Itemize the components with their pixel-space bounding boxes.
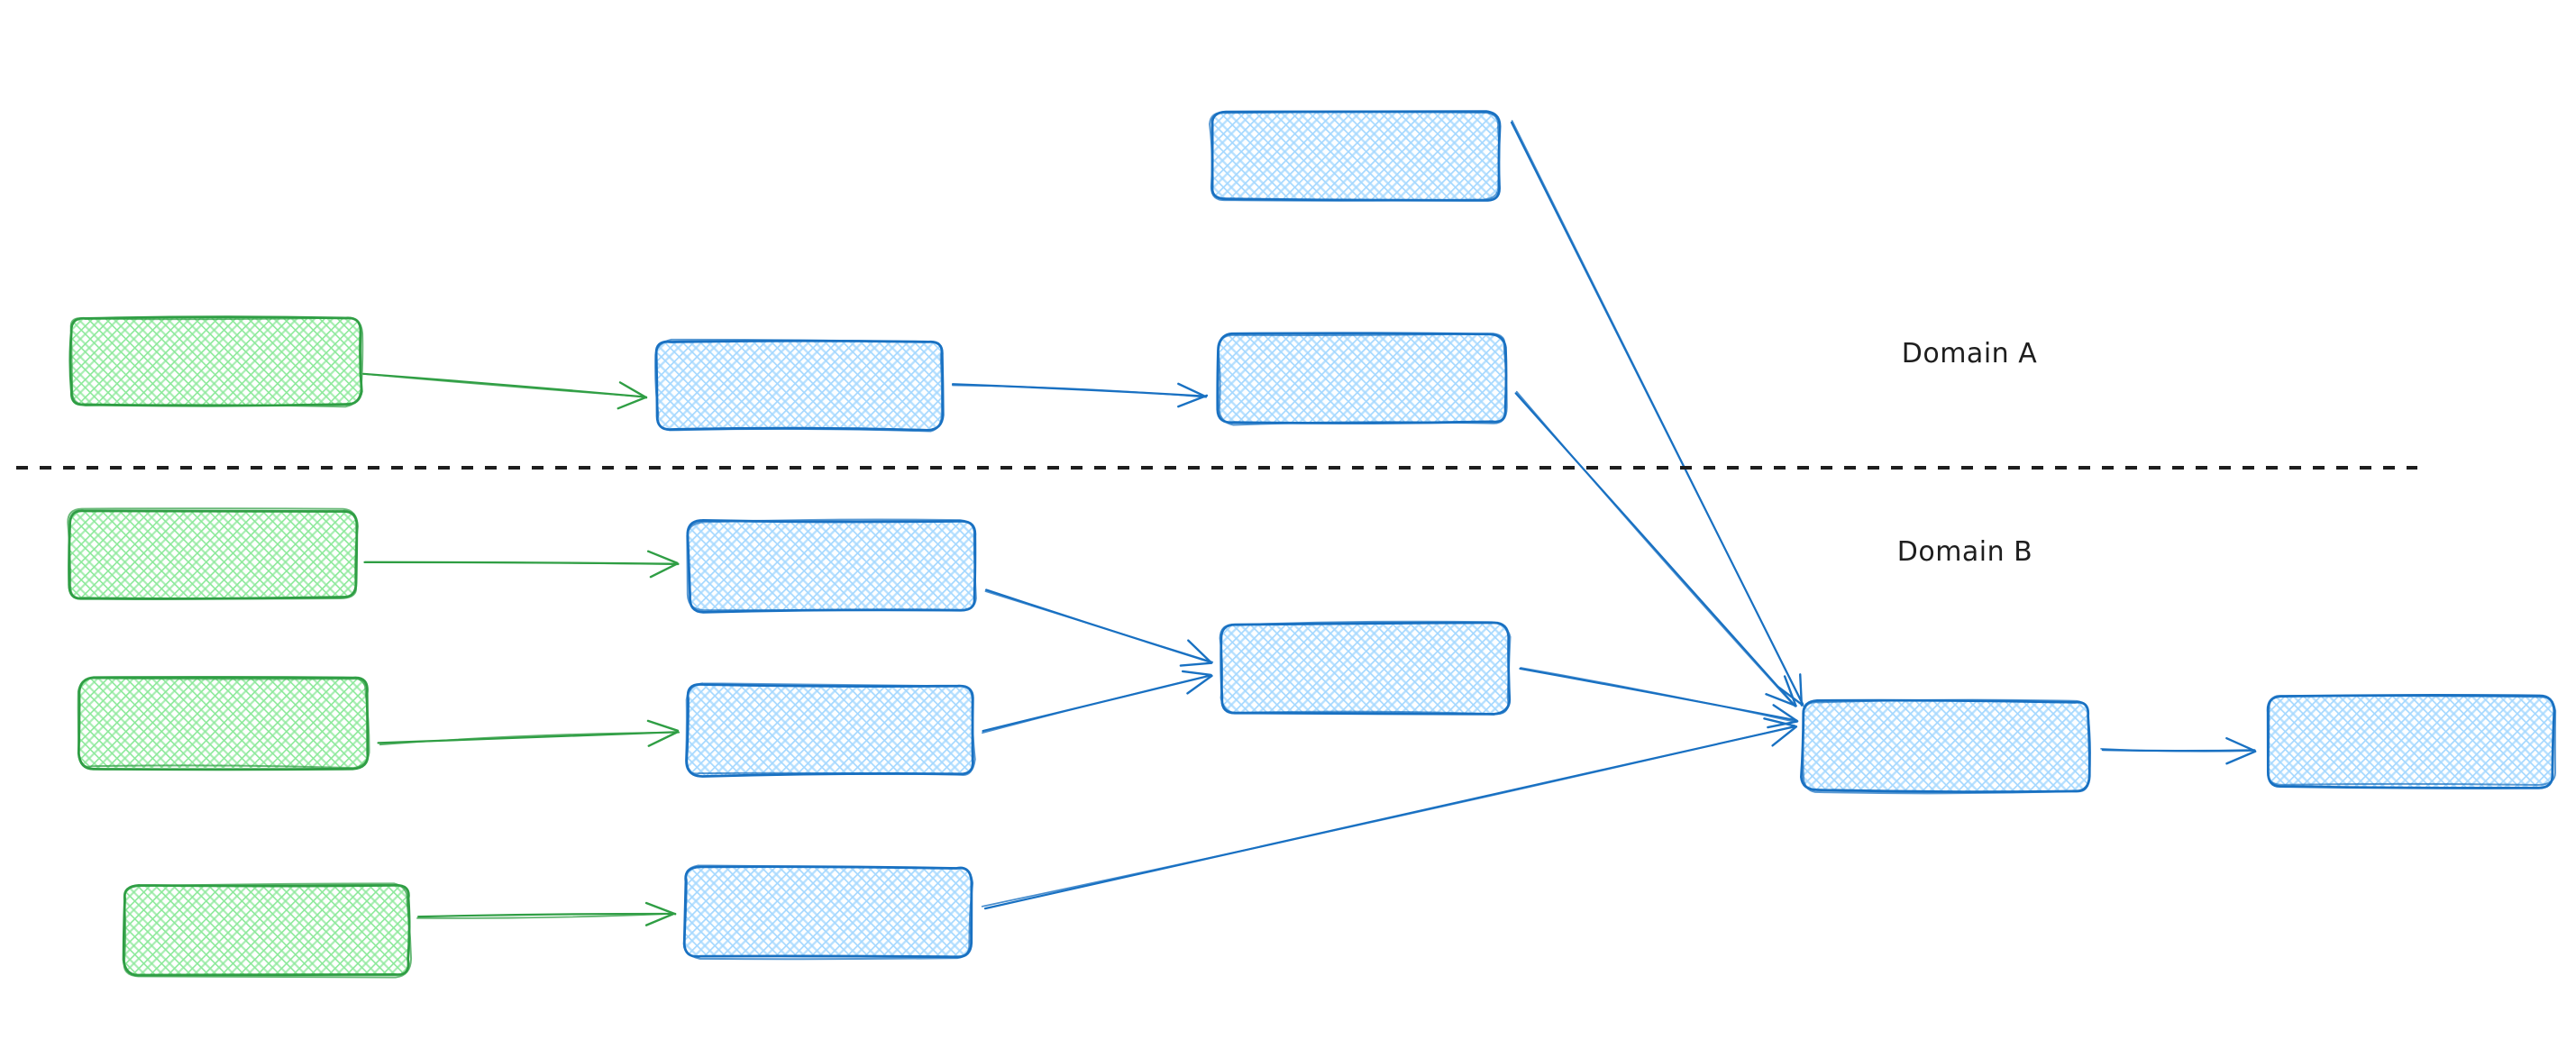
- node-fill: [70, 317, 361, 406]
- arrowhead: [617, 396, 648, 410]
- node-fill: [1222, 624, 1509, 714]
- edge-e8: [984, 588, 1214, 667]
- node-fill: [1211, 112, 1500, 200]
- node-outline: [1209, 111, 1501, 202]
- node-outline: [654, 338, 943, 433]
- domain-b-label: Domain B: [1897, 536, 2033, 568]
- arrowhead: [646, 719, 680, 733]
- node-fill: [1219, 334, 1505, 423]
- node-outline: [2267, 694, 2557, 787]
- node-b-blue-merge[interactable]: [1219, 620, 1512, 716]
- arrowhead: [1763, 717, 1796, 727]
- node-b-blue-1[interactable]: [686, 518, 977, 614]
- arrowhead: [646, 550, 679, 564]
- edge-line: [981, 725, 1795, 908]
- edge-line: [1511, 120, 1804, 707]
- arrowhead: [1765, 693, 1797, 707]
- edge-line: [364, 561, 680, 566]
- edge-e2: [951, 382, 1209, 408]
- edge-e9: [982, 670, 1213, 734]
- edge-line: [952, 384, 1208, 398]
- edge-e11: [1519, 667, 1799, 729]
- node-fill: [79, 678, 368, 768]
- node-outline: [1217, 333, 1508, 426]
- node-outline: [68, 509, 359, 600]
- arrowhead: [1799, 673, 1804, 707]
- edge-line: [416, 912, 677, 919]
- node-b-green-2[interactable]: [77, 676, 370, 771]
- edge-e3: [1510, 120, 1804, 707]
- node-a-blue-right[interactable]: [1216, 332, 1508, 426]
- edge-e4: [1514, 390, 1797, 707]
- edge-line: [379, 731, 681, 746]
- edge-line: [417, 912, 675, 918]
- node-fill: [2267, 697, 2553, 787]
- arrowhead: [2225, 736, 2256, 753]
- edge-line: [2100, 747, 2256, 753]
- node-fill: [124, 885, 409, 975]
- edge-line: [982, 674, 1211, 734]
- edges-layer: [362, 120, 2257, 926]
- arrowhead: [1187, 639, 1212, 664]
- arrowhead: [1772, 704, 1799, 723]
- node-b-green-3[interactable]: [122, 882, 413, 979]
- arrowhead: [644, 912, 675, 926]
- node-outline: [122, 883, 411, 977]
- edge-e12: [2100, 736, 2257, 765]
- node-outline: [1802, 698, 2091, 795]
- arrowhead: [647, 731, 679, 747]
- node-outline: [67, 507, 359, 600]
- arrowhead: [1771, 725, 1798, 747]
- edge-line: [984, 590, 1214, 663]
- arrowhead: [1783, 675, 1797, 707]
- edge-e10: [981, 717, 1798, 910]
- edge-line: [362, 373, 646, 398]
- node-fill: [685, 867, 972, 957]
- edge-e1: [362, 372, 648, 410]
- domain-a-label: Domain A: [1902, 338, 2037, 369]
- node-fill: [656, 341, 943, 429]
- node-a-blue-top[interactable]: [1209, 110, 1502, 202]
- edge-e5: [363, 550, 680, 579]
- node-outline: [1219, 620, 1512, 716]
- arrowhead: [1177, 382, 1207, 397]
- node-outline: [685, 682, 976, 776]
- node-outline: [69, 316, 364, 408]
- edge-e6: [377, 719, 681, 747]
- node-a-blue-mid[interactable]: [654, 338, 945, 433]
- arrowhead: [1181, 670, 1212, 677]
- arrowhead: [644, 901, 677, 916]
- node-b-blue-3[interactable]: [682, 864, 974, 961]
- node-b-green-1[interactable]: [67, 507, 359, 600]
- node-outline: [123, 882, 413, 979]
- arrowhead: [2225, 750, 2257, 765]
- arrowhead: [618, 381, 648, 399]
- node-fill: [1803, 701, 2089, 791]
- node-fill: [687, 685, 973, 775]
- node-b-blue-end[interactable]: [2266, 694, 2557, 789]
- arrowhead: [1186, 674, 1213, 695]
- node-outline: [682, 864, 974, 961]
- edge-line: [1515, 390, 1795, 707]
- nodes-layer: [67, 110, 2557, 979]
- node-outline: [686, 518, 977, 612]
- node-fill: [69, 510, 357, 598]
- node-b-blue-2[interactable]: [685, 682, 976, 778]
- arrowhead: [649, 562, 679, 579]
- arrowhead: [1177, 394, 1209, 408]
- edge-e7: [416, 901, 677, 926]
- node-fill: [689, 521, 975, 611]
- arrowhead: [1767, 720, 1798, 729]
- arrowhead: [1179, 661, 1213, 667]
- node-outline: [77, 677, 370, 770]
- node-a-green-1[interactable]: [69, 315, 364, 408]
- node-b-blue-final[interactable]: [1800, 698, 2091, 795]
- edge-line: [1520, 667, 1797, 724]
